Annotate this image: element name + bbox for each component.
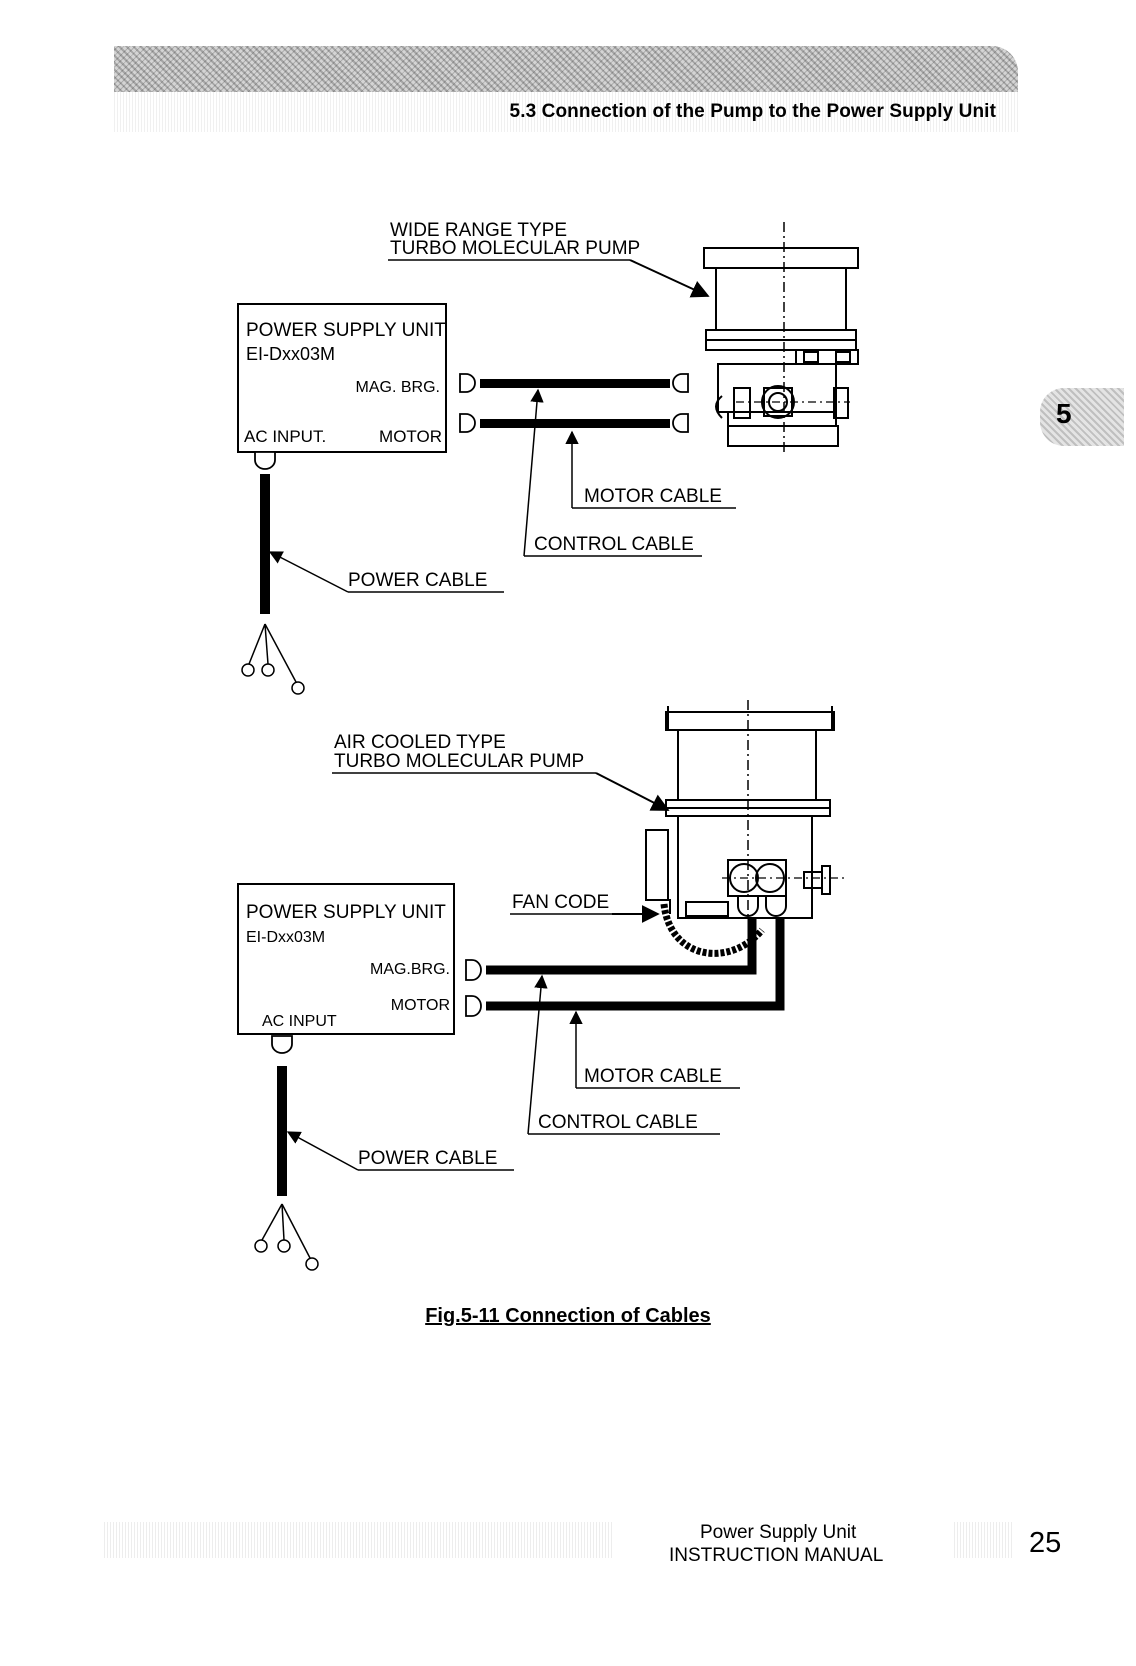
bottom-psu-box (237, 883, 455, 1035)
top-psu-box (237, 303, 447, 453)
bottom-power-cable (277, 1066, 287, 1196)
top-pump-label-arrow (629, 259, 710, 298)
top-control-cable-label: CONTROL CABLE (534, 534, 694, 555)
bottom-control-cable-leader (527, 974, 548, 1135)
header-subbar (114, 92, 1018, 132)
top-mag-brg-connector (459, 373, 476, 393)
bottom-diagram: AIR COOLED TYPE TURBO MOLECULAR PUMP (237, 700, 844, 1271)
bottom-psu-model: EI-Dxx03M (246, 929, 325, 946)
top-ac-input-label: AC INPUT. (244, 427, 326, 446)
header-bar (114, 46, 1018, 92)
footer-subtitle: INSTRUCTION MANUAL (669, 1545, 884, 1566)
bottom-psu-title: POWER SUPPLY UNIT (246, 902, 446, 923)
top-psu-title: POWER SUPPLY UNIT (246, 320, 446, 341)
top-control-cable-leader (523, 388, 544, 557)
bottom-control-cable (486, 918, 757, 975)
chapter-number: 5 (1056, 398, 1072, 429)
bottom-ac-input-label: AC INPUT (262, 1013, 337, 1030)
top-power-plug-icon (241, 623, 305, 695)
bottom-motor-connector (465, 995, 482, 1017)
top-motor-cable-label: MOTOR CABLE (584, 486, 722, 507)
top-diagram: WIDE RANGE TYPE TURBO MOLECULAR PUMP (237, 220, 859, 695)
chapter-tab (1040, 388, 1124, 446)
top-control-cable-pump-connector (672, 373, 689, 393)
top-motor-cable (480, 419, 670, 428)
bottom-mag-brg-connector (465, 959, 482, 981)
bottom-motor-cable (486, 918, 785, 1011)
top-motor-connector (459, 413, 476, 433)
top-psu-model: EI-Dxx03M (246, 344, 335, 364)
wide-range-pump-drawing (703, 247, 859, 447)
top-power-cable-leader (268, 551, 349, 593)
bottom-pump-label-line2: TURBO MOLECULAR PUMP (334, 751, 584, 772)
footer-shade-left (104, 1522, 614, 1558)
bottom-pump-label-arrow (595, 772, 670, 811)
top-motor-cable-pump-connector (672, 413, 689, 433)
top-power-cable (260, 474, 270, 614)
bottom-mag-brg-label: MAG.BRG. (370, 961, 450, 978)
top-ac-input-connector (254, 451, 276, 470)
fan-code-label: FAN CODE (512, 892, 609, 913)
top-motor-label: MOTOR (379, 427, 442, 446)
top-pump-label-line2: TURBO MOLECULAR PUMP (390, 238, 640, 259)
page-number: 25 (1029, 1527, 1062, 1559)
bottom-motor-cable-label: MOTOR CABLE (584, 1066, 722, 1087)
bottom-power-plug-icon (254, 1203, 319, 1271)
top-control-cable (480, 379, 670, 388)
bottom-ac-input-connector (271, 1035, 293, 1054)
bottom-power-cable-leader (286, 1131, 359, 1171)
bottom-power-cable-label: POWER CABLE (358, 1148, 497, 1169)
air-cooled-pump-drawing (645, 706, 835, 919)
bottom-pump-label-line1: AIR COOLED TYPE (334, 732, 506, 753)
figure-caption: Fig.5-11 Connection of Cables (425, 1305, 711, 1327)
section-title: 5.3 Connection of the Pump to the Power … (509, 101, 996, 122)
bottom-motor-label: MOTOR (391, 997, 450, 1014)
bottom-control-cable-label: CONTROL CABLE (538, 1112, 698, 1133)
top-power-cable-label: POWER CABLE (348, 570, 487, 591)
footer-shade-right (954, 1522, 1014, 1558)
footer-title: Power Supply Unit (700, 1522, 857, 1543)
top-mag-brg-label: MAG. BRG. (356, 379, 440, 396)
top-pump-label-line1: WIDE RANGE TYPE (390, 220, 567, 241)
